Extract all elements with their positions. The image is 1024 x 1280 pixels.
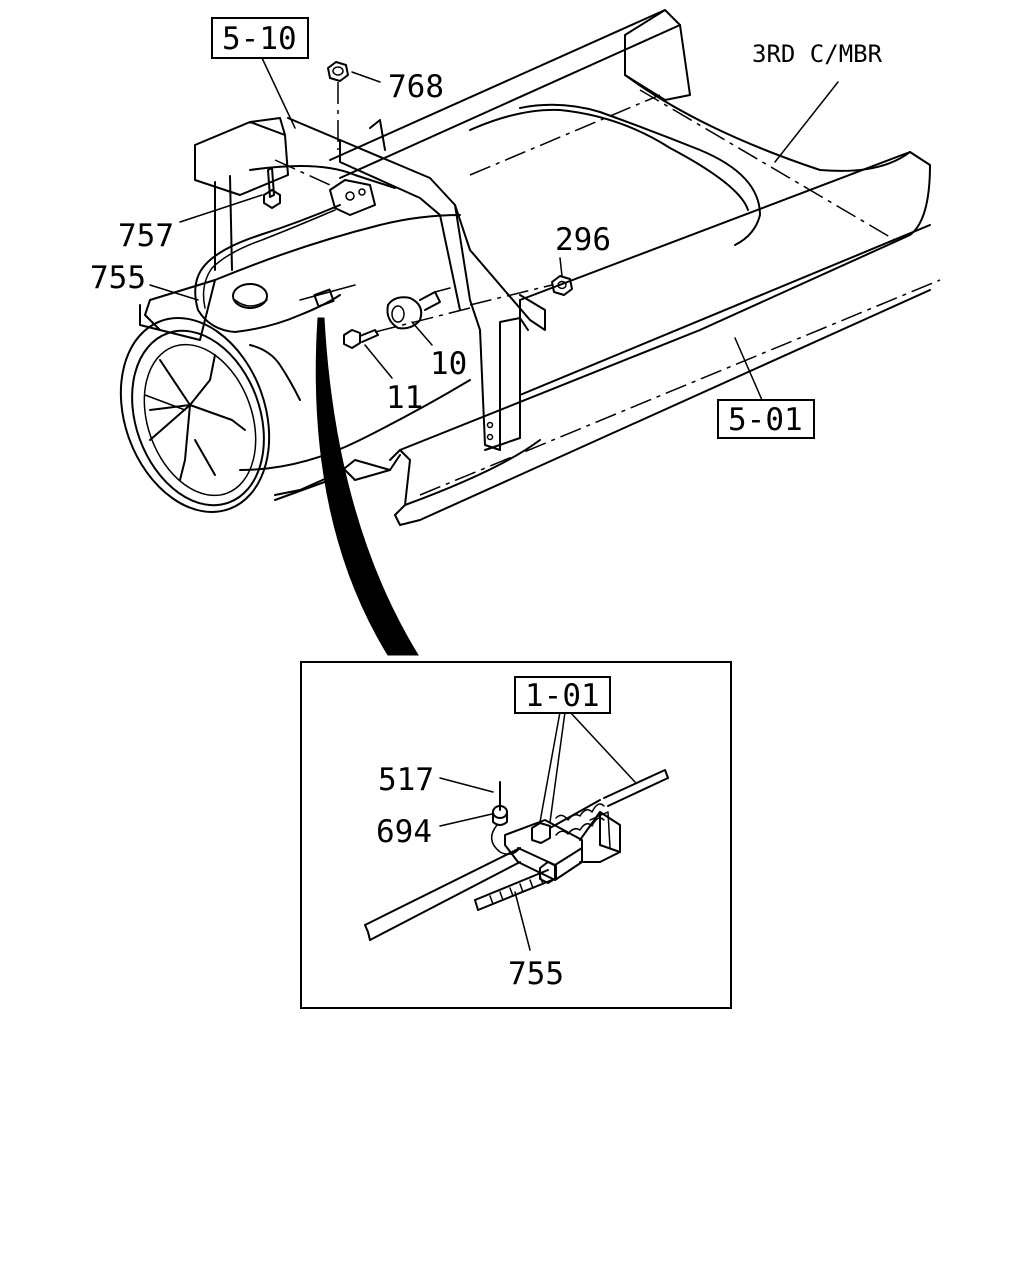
- ref-box-5-01: [717, 399, 815, 439]
- detail-inset: [300, 661, 732, 1009]
- ref-box-5-10: [211, 17, 309, 59]
- part-label-517: 517: [378, 762, 434, 798]
- leader-lines: [149, 57, 839, 401]
- part-label-757: 757: [118, 218, 174, 254]
- detail-callout-swoosh: [315, 317, 419, 656]
- part-label-296: 296: [555, 222, 611, 258]
- ref-label-5-01: 5-01: [728, 402, 803, 438]
- bracket: [287, 117, 546, 451]
- chassis-frame: [329, 9, 941, 526]
- ref-label-5-10: 5-10: [222, 21, 297, 57]
- part-label-755: 755: [90, 260, 146, 296]
- part-label-11: 11: [386, 380, 423, 416]
- detail-part-label-755: 755: [508, 956, 564, 992]
- ref-label-1-01: 1-01: [525, 678, 600, 714]
- small-parts: [263, 61, 573, 349]
- cable-755: [194, 204, 356, 333]
- frame-member-label: 3RD C/MBR: [752, 40, 883, 68]
- part-label-694: 694: [376, 814, 432, 850]
- ref-box-1-01: [514, 676, 611, 714]
- part-label-768: 768: [388, 69, 444, 105]
- part-label-10: 10: [430, 346, 467, 382]
